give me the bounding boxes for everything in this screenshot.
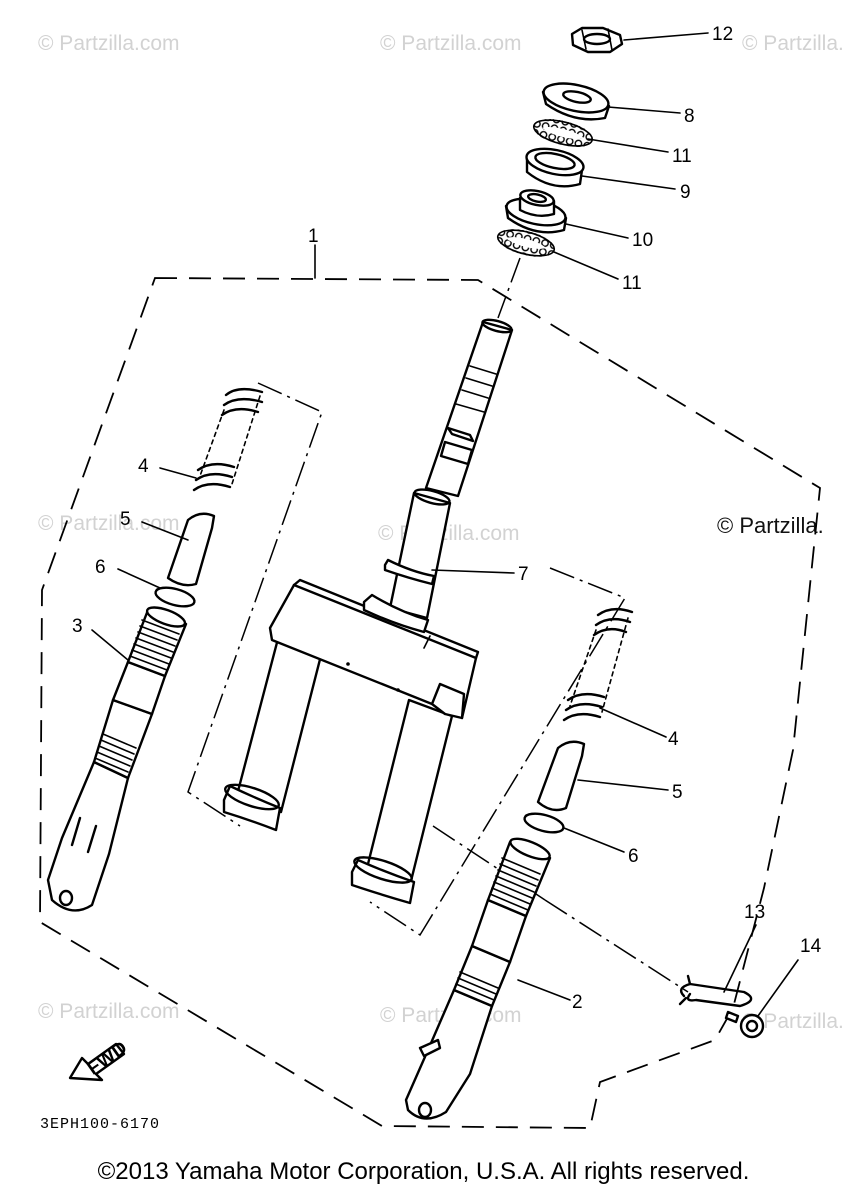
bearing-cover-part (541, 82, 611, 121)
assembly-guide-lines (187, 257, 689, 993)
callout-6-left: 6 (95, 557, 106, 578)
callout-11-lower: 11 (622, 273, 642, 294)
diagram-code: 3EPH100-6170 (40, 1116, 160, 1133)
left-outer-tube-part (46, 606, 188, 912)
callout-14: 14 (800, 936, 822, 957)
callout-1: 1 (308, 226, 319, 247)
right-washer-part (523, 812, 565, 834)
fwd-label: FWD (84, 1038, 131, 1080)
watermark: © Partzilla. (717, 513, 824, 538)
left-spring-part (192, 387, 264, 492)
callout-4-right: 4 (668, 729, 679, 750)
ball-race-lower-part (496, 229, 556, 257)
watermark: © Partzilla. (742, 1010, 844, 1033)
left-spacer-part (166, 512, 216, 587)
assembly-boundary (39, 277, 821, 1129)
leader-lines (91, 32, 799, 1017)
callout-8: 8 (684, 106, 695, 127)
watermark: © Partzilla.com (38, 512, 180, 535)
callout-4-left: 4 (138, 456, 149, 477)
lock-nut-part (570, 26, 624, 54)
watermark: © Partzilla.com (38, 32, 180, 55)
right-spacer-part (536, 740, 586, 812)
right-outer-tube-part (404, 837, 552, 1120)
watermark: © Partzilla.com (380, 32, 522, 55)
callout-5-right: 5 (672, 782, 683, 803)
callout-9: 9 (680, 182, 691, 203)
bolt-part (724, 1010, 765, 1039)
upper-race-part (525, 147, 585, 188)
copyright-notice: ©2013 Yamaha Motor Corporation, U.S.A. A… (97, 1158, 750, 1185)
callout-13: 13 (744, 902, 765, 923)
callout-11-upper: 11 (672, 146, 692, 167)
steering-stem-part (222, 318, 514, 905)
callout-12: 12 (712, 24, 733, 45)
left-washer-part (154, 586, 196, 608)
callout-5-left: 5 (120, 509, 131, 530)
watermark: © Partzilla.com (38, 1000, 180, 1023)
clip-part (678, 974, 753, 1008)
fwd-arrow-icon: FWD (68, 1038, 131, 1082)
ball-race-upper-part (532, 119, 594, 147)
lower-race-part (504, 189, 568, 234)
callout-2: 2 (572, 992, 583, 1013)
callout-labels: 1 12 8 11 9 10 11 4 5 6 3 7 4 5 6 2 13 1… (72, 24, 822, 1013)
watermark: © Partzilla.com (378, 522, 520, 545)
callout-3: 3 (72, 616, 83, 637)
callout-10: 10 (632, 230, 653, 251)
watermark: © Partzilla. (742, 32, 844, 55)
callout-7: 7 (518, 564, 529, 585)
callout-6-right: 6 (628, 846, 639, 867)
right-spring-part (562, 607, 634, 722)
